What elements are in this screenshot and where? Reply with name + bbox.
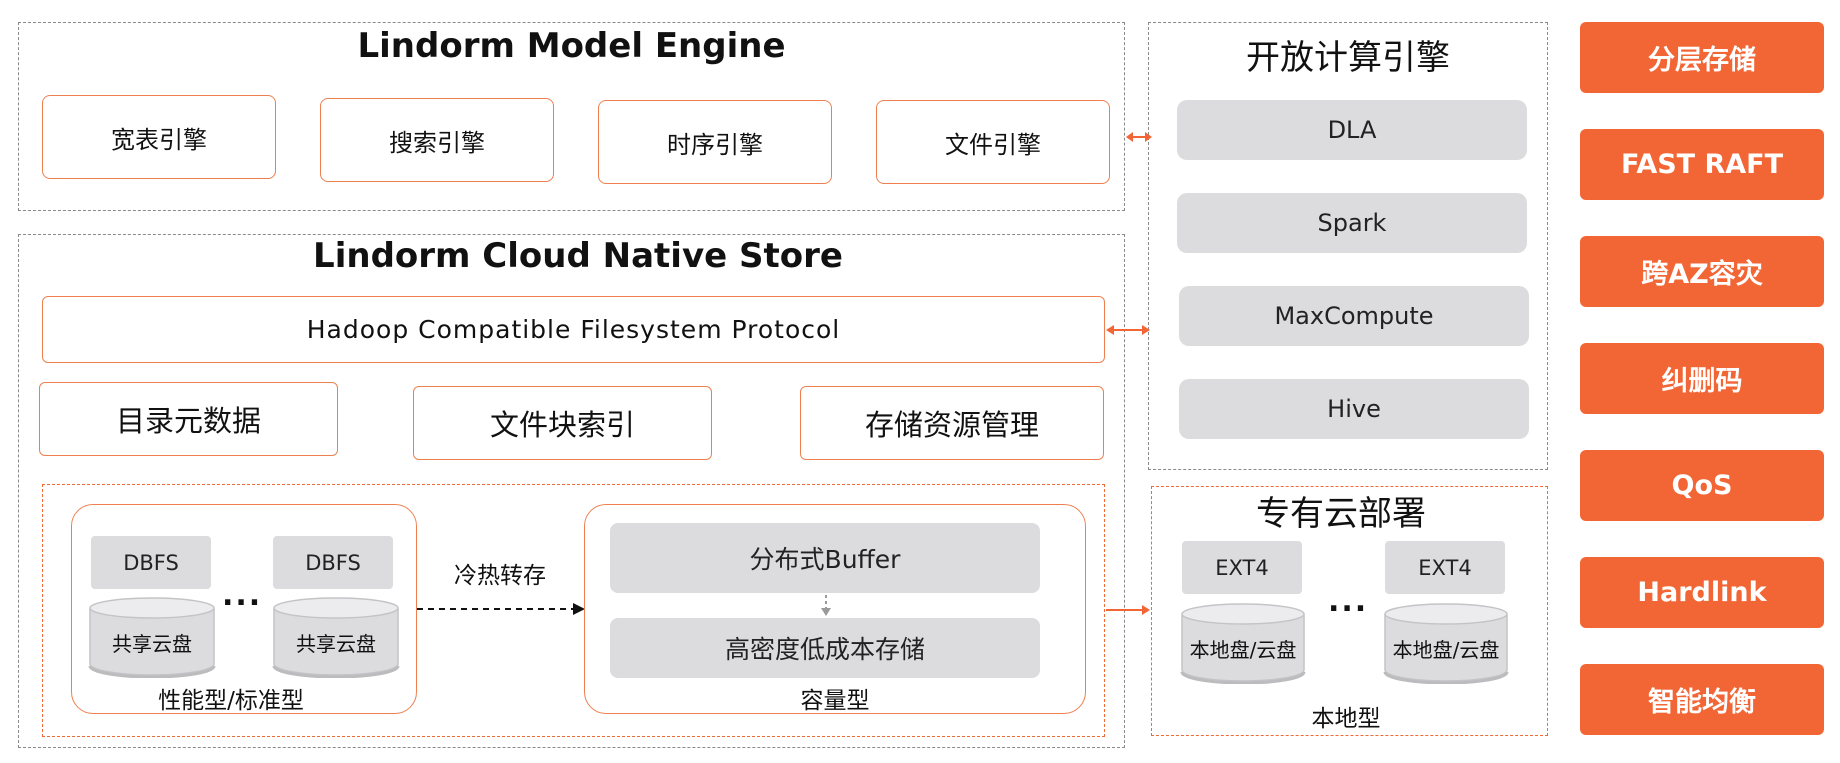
local-disk-label-1: 本地盘/云盘 (1189, 638, 1297, 662)
model-engine-title: Lindorm Model Engine (357, 26, 786, 66)
shared-disk-label-1: 共享云盘 (112, 632, 192, 656)
feature-erasure-code: 纠删码 (1580, 343, 1824, 414)
feature-cross-az: 跨AZ容灾 (1580, 236, 1824, 307)
dbfs-box-1: DBFS (91, 536, 211, 589)
compute-item-dla: DLA (1177, 100, 1527, 160)
local-disk-cylinder-1 (1180, 603, 1306, 684)
perf-ellipsis: ... (222, 578, 263, 613)
engine-time-series: 时序引擎 (598, 100, 832, 184)
ext4-box-1: EXT4 (1182, 541, 1302, 594)
engine-wide-table: 宽表引擎 (42, 95, 276, 179)
local-disk-cylinder-2 (1383, 603, 1509, 684)
shared-disk-label-2: 共享云盘 (296, 632, 376, 656)
component-block-index: 文件块索引 (413, 386, 712, 460)
protocol-box: Hadoop Compatible Filesystem Protocol (42, 296, 1105, 363)
transfer-label: 冷热转存 (454, 563, 546, 589)
store-private-cloud-arrow (1106, 605, 1150, 615)
capacity-tier-box (584, 504, 1086, 714)
storage-tier-region (42, 484, 1105, 737)
cloud-store-panel (18, 234, 1125, 748)
private-cloud-caption: 本地型 (1311, 706, 1381, 732)
feature-fast-raft: FAST RAFT (1580, 129, 1824, 200)
buffer-to-storage-arrow (821, 595, 831, 616)
shared-disk-cylinder-2 (272, 597, 400, 678)
component-resource-management: 存储资源管理 (800, 386, 1104, 460)
compute-item-maxcompute: MaxCompute (1179, 286, 1529, 346)
ext4-box-2: EXT4 (1385, 541, 1505, 594)
compute-item-hive: Hive (1179, 379, 1529, 439)
feature-tiered-storage: 分层存储 (1580, 22, 1824, 93)
engine-search: 搜索引擎 (320, 98, 554, 182)
engine-file: 文件引擎 (876, 100, 1110, 184)
engine-compute-arrow (1126, 132, 1152, 142)
perf-tier-caption: 性能型/标准型 (158, 688, 304, 714)
capacity-tier-caption: 容量型 (800, 688, 870, 714)
model-engine-panel (18, 22, 1125, 211)
compute-item-spark: Spark (1177, 193, 1527, 253)
local-disk-label-2: 本地盘/云盘 (1392, 638, 1500, 662)
private-cloud-panel (1151, 486, 1548, 736)
feature-smart-balance: 智能均衡 (1580, 664, 1824, 735)
private-cloud-title: 专有云部署 (1256, 494, 1426, 534)
cloud-store-title: Lindorm Cloud Native Store (313, 236, 843, 276)
compute-panel (1148, 22, 1548, 470)
store-compute-arrow (1106, 325, 1150, 335)
transfer-arrow (417, 603, 585, 615)
feature-qos: QoS (1580, 450, 1824, 521)
component-directory-metadata: 目录元数据 (39, 382, 338, 456)
private-ellipsis: ... (1328, 584, 1369, 619)
compute-title: 开放计算引擎 (1246, 38, 1450, 78)
shared-disk-cylinder-1 (88, 597, 216, 678)
distributed-buffer-box: 分布式Buffer (610, 523, 1040, 593)
low-cost-storage-box: 高密度低成本存储 (610, 618, 1040, 678)
performance-tier-box (71, 504, 417, 714)
feature-hardlink: Hardlink (1580, 557, 1824, 628)
dbfs-box-2: DBFS (273, 536, 393, 589)
